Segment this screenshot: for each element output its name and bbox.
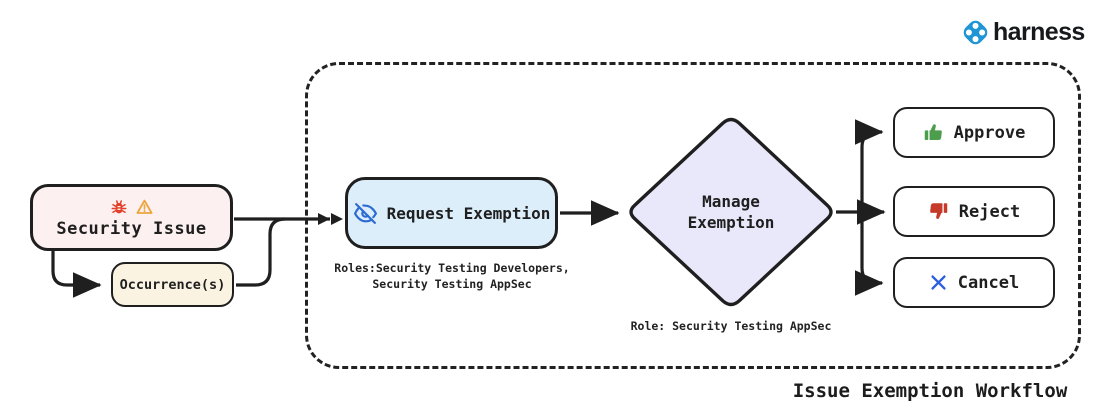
x-icon <box>929 273 948 292</box>
bug-icon <box>110 198 128 216</box>
security-issue-label: Security Issue <box>56 218 207 239</box>
harness-brand-text: harness <box>993 18 1085 46</box>
node-occurrences: Occurrence(s) <box>111 262 234 307</box>
roles-note-line1: Roles:Security Testing Developers, <box>334 261 570 275</box>
eye-off-icon <box>353 201 378 226</box>
manage-exemption-label: Manage Exemption <box>661 191 801 233</box>
connector-manage-to-approve <box>854 119 884 212</box>
harness-logo-icon <box>960 17 991 48</box>
diagram-title: Issue Exemption Workflow <box>792 380 1068 402</box>
node-reject: Reject <box>893 186 1055 237</box>
connector-security-to-occurrence <box>51 251 102 298</box>
harness-logo: harness <box>960 17 1085 48</box>
manage-exemption-label-line2: Exemption <box>687 213 775 232</box>
reject-label: Reject <box>958 201 1021 222</box>
manage-exemption-role-note: Role: Security Testing AppSec <box>630 319 832 333</box>
node-cancel: Cancel <box>893 257 1055 308</box>
connector-occurrence-to-merge <box>236 217 286 287</box>
node-security-issue: Security Issue <box>30 184 233 251</box>
request-exemption-label: Request Exemption <box>386 203 551 223</box>
security-issue-icons <box>110 197 154 217</box>
arrowhead <box>318 213 330 225</box>
warning-icon <box>135 198 154 216</box>
request-exemption-roles-note: Roles:Security Testing Developers, Secur… <box>317 261 587 292</box>
approve-label: Approve <box>953 122 1026 143</box>
thumbs-down-icon <box>928 201 949 222</box>
connector-manage-to-cancel <box>854 212 884 296</box>
roles-note-line2: Security Testing AppSec <box>372 276 532 291</box>
manage-exemption-diamond <box>629 117 833 307</box>
workflow-dashed-container <box>305 62 1081 369</box>
node-approve: Approve <box>893 107 1055 158</box>
manage-exemption-label-line1: Manage <box>702 192 760 211</box>
node-request-exemption: Request Exemption <box>345 177 558 249</box>
cancel-label: Cancel <box>957 272 1020 293</box>
arrowhead <box>331 213 343 225</box>
thumbs-up-icon <box>923 122 944 143</box>
occurrences-label: Occurrence(s) <box>119 276 226 293</box>
